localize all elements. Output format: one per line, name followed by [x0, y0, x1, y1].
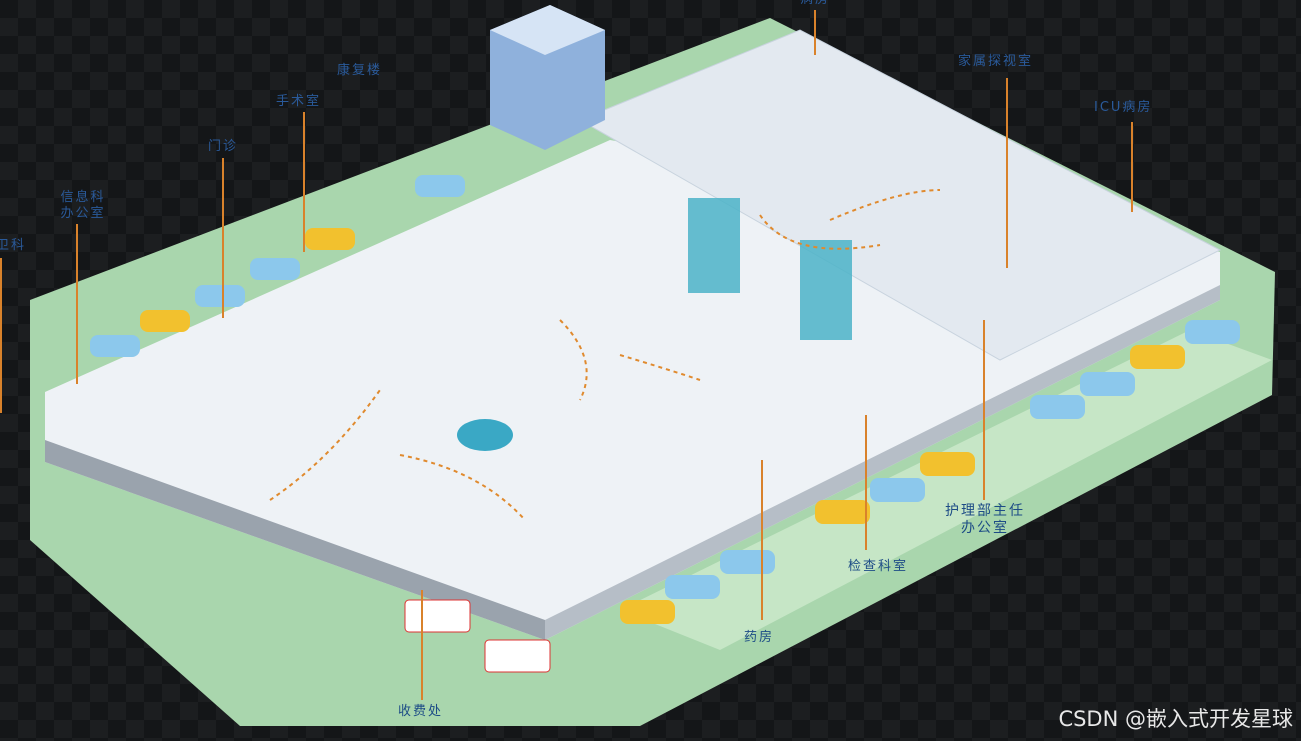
building-base-left: [45, 440, 545, 640]
leader-pharmacy: [761, 460, 763, 620]
label-security: 卫科: [0, 238, 27, 253]
label-pharmacy: 药房: [744, 630, 775, 645]
building-base-right: [545, 285, 1220, 640]
leader-icu: [1131, 122, 1133, 212]
leader-outpatient: [222, 158, 224, 318]
watermark: CSDN @嵌入式开发星球: [1058, 707, 1293, 731]
leader-it-office: [76, 224, 78, 384]
label-outpatient: 门诊: [208, 139, 239, 154]
patient-path: [269, 189, 941, 521]
leader-security: [0, 258, 2, 413]
label-exam: 检查科室: [848, 559, 909, 574]
elevator-right: [800, 240, 852, 340]
label-family-visit: 家属探视室: [958, 54, 1034, 69]
leader-surgery: [303, 112, 305, 252]
leader-exam: [865, 415, 867, 550]
leader-family-visit: [1006, 78, 1008, 268]
nurse-station: [457, 419, 513, 451]
cars: [90, 175, 1240, 624]
label-nursing: 护理部主任办公室: [945, 503, 1025, 536]
leader-ward: [814, 10, 816, 55]
label-rehab: 康复楼: [337, 63, 383, 78]
leader-cashier: [421, 590, 423, 700]
leader-nursing: [983, 320, 985, 500]
label-ward: 病房: [800, 0, 830, 8]
label-surgery: 手术室: [276, 94, 322, 109]
label-it-office: 信息科办公室: [60, 190, 106, 221]
rehab-tower-roof: [490, 5, 605, 55]
parking-lot-right: [620, 330, 1272, 650]
label-cashier: 收费处: [398, 704, 444, 719]
label-icu: ICU病房: [1094, 100, 1153, 115]
elevator-left: [688, 198, 740, 293]
